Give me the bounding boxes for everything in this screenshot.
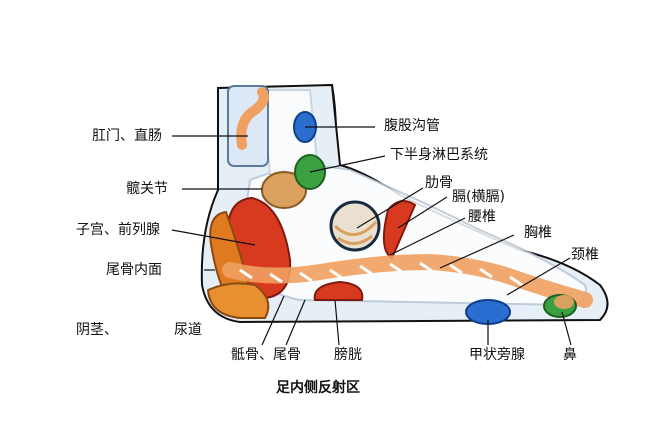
spine-segments xyxy=(239,261,523,287)
label-parathyroid: 甲状旁腺 xyxy=(469,347,525,363)
label-uterus-prostate: 子宫、前列腺 xyxy=(76,222,160,238)
label-nose: 鼻 xyxy=(563,347,577,363)
label-hip-joint: 髋关节 xyxy=(126,181,168,197)
label-lumbar: 腰椎 xyxy=(468,209,496,225)
label-diaphragm: 膈(横膈) xyxy=(452,189,505,205)
label-anus-rectum: 肛门、直肠 xyxy=(92,128,162,144)
label-bladder: 膀胱 xyxy=(334,347,362,363)
label-ribs: 肋骨 xyxy=(425,175,453,191)
rectum-shape xyxy=(236,87,269,150)
label-coccyx-inner: 尾骨内面 xyxy=(106,262,162,278)
bladder-zone xyxy=(313,280,364,301)
label-urethra: 尿道 xyxy=(174,322,202,338)
label-cervical: 颈椎 xyxy=(571,247,599,263)
rib-lines xyxy=(333,220,378,245)
heel-zone xyxy=(206,282,270,319)
spine-zone xyxy=(222,253,593,308)
label-penis: 阴茎、 xyxy=(76,322,118,338)
diagram-caption: 足内侧反射区 xyxy=(276,380,360,396)
nose-zone-inner xyxy=(554,295,574,309)
label-thoracic: 胸椎 xyxy=(524,225,552,241)
label-sacrum-coccyx: 骶骨、尾骨 xyxy=(231,347,301,363)
label-lower-lymph: 下半身淋巴系统 xyxy=(390,147,488,163)
label-inguinal-canal: 腹股沟管 xyxy=(384,118,440,134)
leader-lines xyxy=(171,126,572,346)
diaphragm-zone xyxy=(382,200,417,260)
hip-joint-zone xyxy=(261,171,307,209)
